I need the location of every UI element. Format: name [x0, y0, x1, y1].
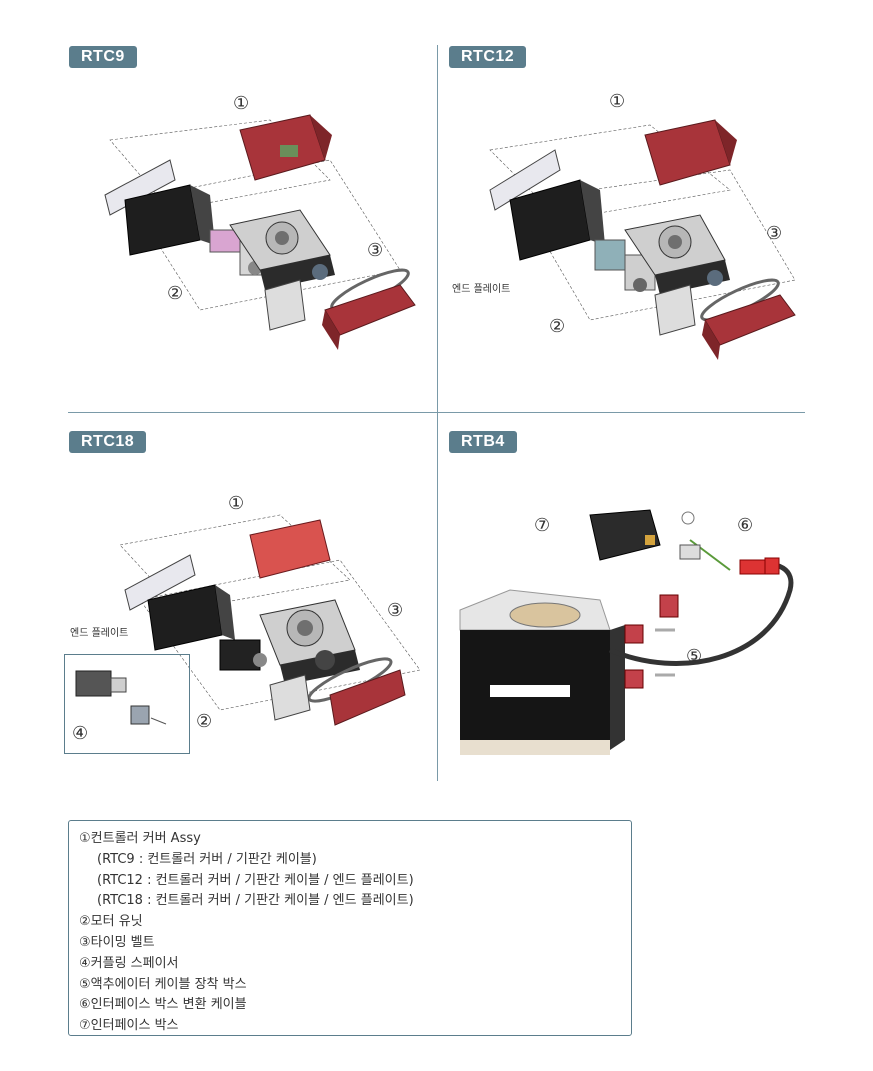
- rtc9-callout-1: ①: [233, 93, 250, 114]
- rtb4-assembly-view: [459, 509, 794, 755]
- rtb4-tag: RTB4: [449, 431, 517, 453]
- rtc18-inset-coupling: [75, 670, 167, 725]
- rtc12-callout-3: ③: [766, 223, 783, 244]
- legend-item-5: ⑤액추에이터 케이블 장착 박스: [79, 976, 247, 992]
- rtc18-inset-box: [64, 654, 190, 754]
- rtc9-exploded-view: [104, 114, 416, 350]
- rtc9-tag: RTC9: [69, 46, 137, 68]
- legend-item-4: ④커플링 스페이서: [79, 955, 179, 971]
- legend-item-1-rtc9: (RTC9 : 컨트롤러 커버 / 기판간 케이블): [97, 851, 317, 867]
- legend-item-6: ⑥인터페이스 박스 변환 케이블: [79, 997, 247, 1013]
- vertical-divider: [437, 45, 438, 781]
- rtb4-callout-6: ⑥: [737, 515, 754, 536]
- rtc12-end-plate-label: 엔드 플레이트: [452, 284, 511, 295]
- rtc12-callout-2: ②: [549, 316, 566, 337]
- legend-item-1-rtc18: (RTC18 : 컨트롤러 커버 / 기판간 케이블 / 엔드 플레이트): [97, 893, 414, 909]
- rtc18-end-plate-label: 엔드 플레이트: [70, 628, 129, 639]
- rtc12-callout-1: ①: [609, 91, 626, 112]
- rtc18-callout-2: ②: [196, 711, 213, 732]
- rtc18-callout-3: ③: [387, 600, 404, 621]
- rtc18-callout-1: ①: [228, 493, 245, 514]
- horizontal-divider: [68, 412, 805, 413]
- legend-item-1: ①컨트롤러 커버 Assy: [79, 831, 201, 846]
- legend-item-1-rtc12: (RTC12 : 컨트롤러 커버 / 기판간 케이블 / 엔드 플레이트): [97, 872, 414, 888]
- legend-item-2: ②모터 유닛: [79, 914, 143, 930]
- rtc12-exploded-view: [489, 119, 796, 360]
- rtc12-tag: RTC12: [449, 46, 527, 68]
- legend-item-3: ③타이밍 벨트: [79, 934, 155, 950]
- rtb4-callout-5: ⑤: [686, 646, 703, 667]
- rtc18-tag: RTC18: [69, 431, 147, 453]
- rtb4-callout-7: ⑦: [534, 515, 551, 536]
- legend-item-7: ⑦인터페이스 박스: [79, 1018, 179, 1034]
- rtc9-callout-2: ②: [167, 283, 184, 304]
- rtc18-callout-4: ④: [72, 723, 89, 744]
- rtc18-exploded-view: [119, 514, 421, 726]
- rtc9-callout-3: ③: [367, 240, 384, 261]
- legend-box: ①컨트롤러 커버 Assy (RTC9 : 컨트롤러 커버 / 기판간 케이블)…: [68, 820, 632, 1036]
